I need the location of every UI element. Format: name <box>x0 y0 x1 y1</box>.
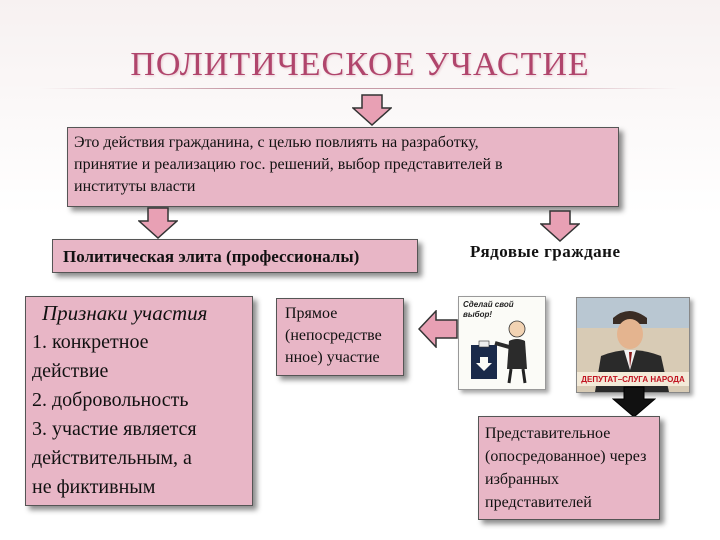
political-elite-box: Политическая элита (профессионалы) <box>52 239 418 273</box>
direct-participation-box: Прямое (непосредстве нное) участие <box>276 298 404 376</box>
direct-line: нное) участие <box>285 349 380 366</box>
deputy-poster-image: ДЕПУТАТ–СЛУГА НАРОДА <box>576 297 690 393</box>
definition-line: институты власти <box>74 178 196 195</box>
definition-line: Это действия гражданина, с целью повлият… <box>74 134 479 151</box>
direct-line: Прямое <box>285 305 338 322</box>
political-elite-label: Политическая элита (профессионалы) <box>63 247 360 266</box>
representative-line: представителей <box>485 494 592 511</box>
representative-line: избранных <box>485 471 559 488</box>
signs-item: 2. добровольность <box>32 389 189 411</box>
page-title: ПОЛИТИЧЕСКОЕ УЧАСТИЕ <box>130 46 590 83</box>
signs-item: не фиктивным <box>32 476 156 498</box>
arrow-down-icon <box>352 94 392 126</box>
representative-line: Представительное <box>485 425 611 442</box>
title-divider <box>40 88 680 89</box>
direct-line: (непосредстве <box>285 327 382 344</box>
signs-item: 3. участие является <box>32 418 197 440</box>
arrow-left-icon <box>418 310 458 348</box>
definition-line: принятие и реализацию гос. решений, выбо… <box>74 156 503 173</box>
arrow-down-icon <box>612 386 656 418</box>
signs-box: Признаки участия 1. конкретное действие … <box>25 296 253 506</box>
voting-poster-caption: Сделай свой выбор! <box>463 300 514 319</box>
voting-poster-image: Сделай свой выбор! <box>458 296 546 390</box>
signs-item: действительным, а <box>32 447 192 469</box>
deputy-poster-caption: ДЕПУТАТ–СЛУГА НАРОДА <box>581 375 685 384</box>
representative-line: (опосредованное) через <box>485 448 647 465</box>
arrow-down-icon <box>540 210 580 242</box>
representative-participation-box: Представительное (опосредованное) через … <box>478 416 660 520</box>
arrow-down-icon <box>138 207 178 239</box>
signs-heading: Признаки участия <box>42 301 208 325</box>
definition-box: Это действия гражданина, с целью повлият… <box>67 127 619 207</box>
signs-item: действие <box>32 360 109 382</box>
signs-item: 1. конкретное <box>32 331 149 353</box>
ordinary-citizens-label: Рядовые граждане <box>470 242 621 261</box>
